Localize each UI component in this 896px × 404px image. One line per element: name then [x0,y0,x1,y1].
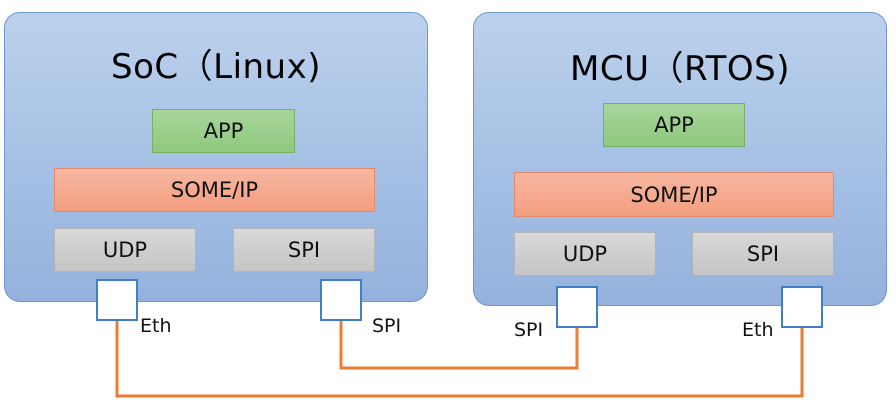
mcu-udp-block: UDP [514,232,656,276]
mcu-eth-port-label: Eth [742,319,774,341]
mcu-spi-port-label: SPI [514,319,544,341]
soc-someip-block: SOME/IP [54,168,375,212]
mcu-title: MCU（RTOS) [570,49,790,89]
soc-title: SoC（Linux) [111,47,321,87]
mcu-spi-block: SPI [692,232,834,276]
mcu-someip-block: SOME/IP [514,172,834,217]
soc-udp-block: UDP [54,228,196,272]
mcu-app-block: APP [603,103,745,147]
soc-eth-port [96,279,138,321]
soc-spi-port [320,279,362,321]
spi-wire [339,321,579,370]
ethernet-wire [115,321,804,398]
soc-eth-port-label: Eth [140,315,172,337]
soc-app-block: APP [152,109,295,153]
soc-spi-block: SPI [233,228,375,272]
soc-spi-port-label: SPI [372,315,402,337]
mcu-eth-port [781,286,823,328]
mcu-spi-port [556,286,598,328]
